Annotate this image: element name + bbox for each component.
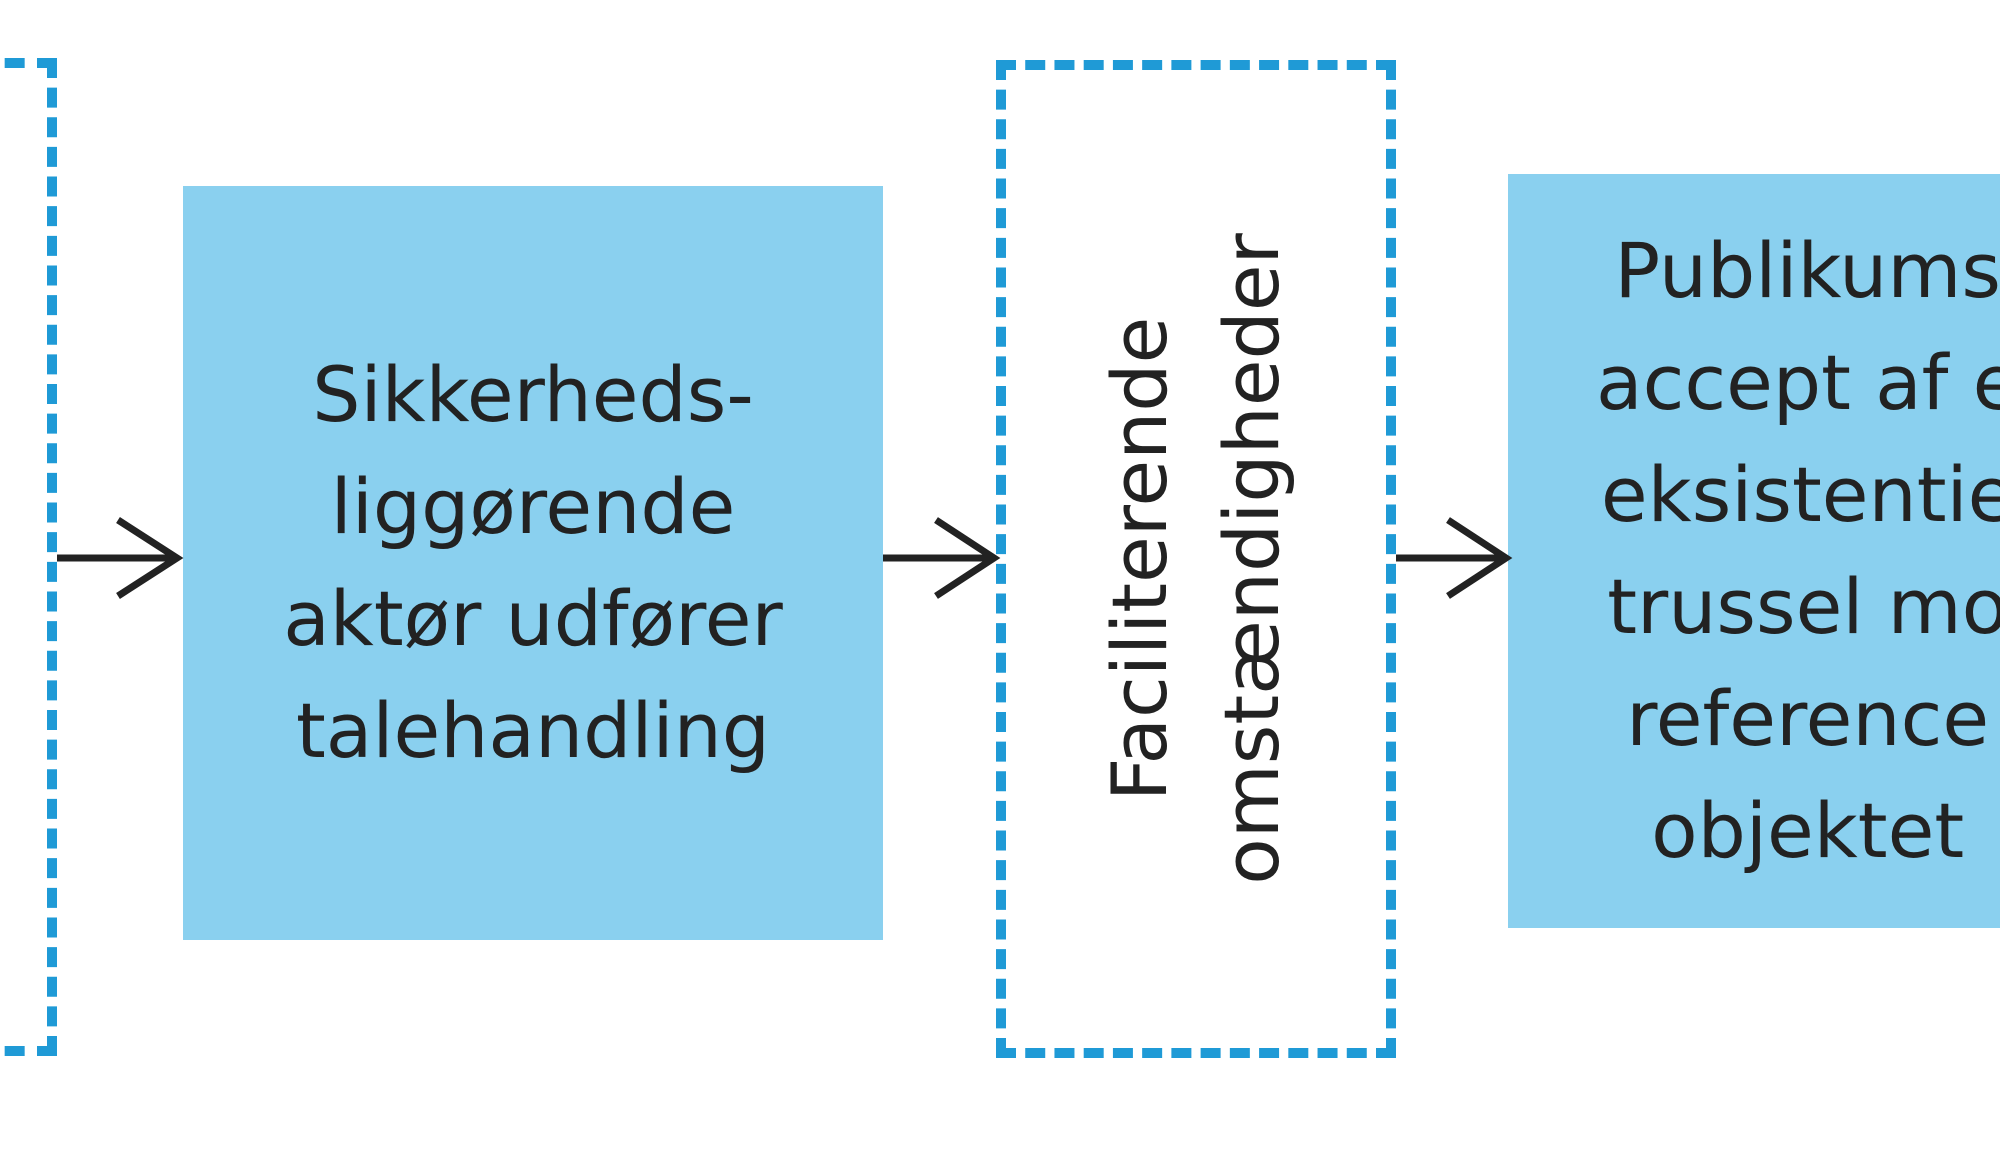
arrow-left-to-speech-act [57, 517, 184, 599]
left-dashed-box [0, 58, 57, 1056]
speech-act-label: Sikkerheds- liggørende aktør udfører tal… [283, 350, 783, 775]
arrow-facilitating-to-audience [1396, 517, 1513, 599]
facilitating-circumstances-box [996, 60, 1396, 1058]
audience-acceptance-box: Publikums accept af e eksistentie trusse… [1508, 174, 2000, 928]
arrow-speech-act-to-facilitating [883, 517, 1001, 599]
audience-acceptance-label: Publikums accept af e eksistentie trusse… [1596, 226, 2000, 875]
speech-act-box: Sikkerheds- liggørende aktør udfører tal… [183, 186, 883, 940]
